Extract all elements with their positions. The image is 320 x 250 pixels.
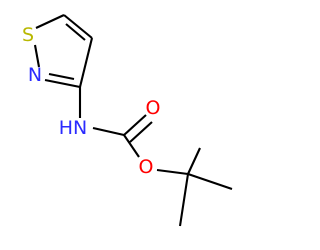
atom-label-carbonyl-oxygen: O [146, 97, 161, 119]
bond-cq-methyl-right [187, 173, 233, 190]
carbamate-chain [78, 87, 233, 227]
atom-label-amide-nitrogen: HN [59, 117, 88, 139]
bond-nh-carbonyl-c [92, 126, 125, 137]
bond-c5-c4 [63, 14, 93, 39]
bond-n2-s1 [33, 44, 41, 68]
bond-carbonyl-c-o [123, 114, 147, 136]
atom-label-ester-oxygen: O [139, 156, 154, 178]
atom-label-sulfur: S [22, 24, 34, 46]
bond-cq-methyl-top [187, 147, 201, 175]
bond-c3-n2-inner [48, 72, 75, 81]
isothiazole-ring [33, 14, 94, 89]
bond-carbonyl-c-o-inner [129, 121, 153, 143]
bond-o-ester-cq [156, 168, 189, 176]
bond-c5-c4-inner [65, 23, 86, 41]
bond-c3-n2 [44, 78, 81, 89]
bond-cq-methyl-bottom [178, 173, 190, 227]
bond-c4-c3 [78, 37, 94, 88]
bond-carbonyl-c-o-ester [123, 134, 140, 158]
atom-label-ring-nitrogen: N [28, 64, 42, 86]
bond-s1-c5 [35, 14, 65, 29]
molecule-diagram: S N HN O O [22, 14, 233, 227]
